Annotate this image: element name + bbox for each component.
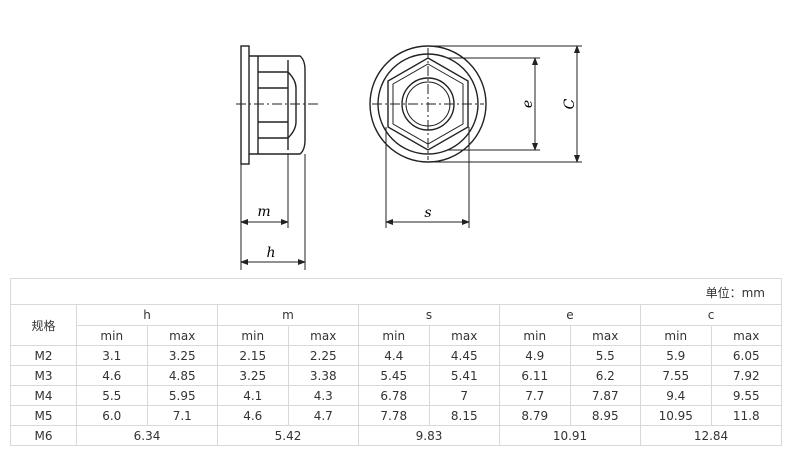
table-row: M4 5.5 5.95 4.1 4.3 6.78 7 7.7 7.87 9.4 … (10, 385, 782, 406)
size-cell: M3 (10, 365, 77, 386)
value-cell: 7.7 (499, 385, 571, 406)
value-cell: 10.91 (499, 425, 641, 446)
side-view (236, 45, 318, 165)
header-row-groups: 规格 h m s e c (10, 304, 782, 346)
size-cell: M5 (10, 405, 77, 426)
sub-max: max (287, 325, 359, 346)
top-view (369, 45, 487, 163)
value-cell: 3.1 (76, 345, 148, 366)
unit-label: 单位：mm (705, 286, 765, 300)
sub-min: min (358, 325, 430, 346)
value-cell: 5.9 (640, 345, 712, 366)
value-cell: 4.85 (146, 365, 218, 386)
group-h: h (76, 304, 218, 326)
table-row: M5 6.0 7.1 4.6 4.7 7.78 8.15 8.79 8.95 1… (10, 405, 782, 426)
value-cell: 9.4 (640, 385, 712, 406)
value-cell: 4.4 (358, 345, 430, 366)
value-cell: 8.79 (499, 405, 571, 426)
value-cell: 9.83 (358, 425, 500, 446)
dim-m-label: m (257, 204, 270, 220)
value-cell: 11.8 (710, 405, 782, 426)
value-cell: 7.87 (569, 385, 641, 406)
value-cell: 10.95 (640, 405, 712, 426)
sub-min: min (499, 325, 571, 346)
value-cell: 4.6 (76, 365, 148, 386)
size-cell: M6 (10, 425, 77, 446)
value-cell: 8.15 (428, 405, 500, 426)
value-cell: 12.84 (640, 425, 782, 446)
group-e: e (499, 304, 641, 326)
value-cell: 6.78 (358, 385, 430, 406)
sub-max: max (146, 325, 218, 346)
value-cell: 4.3 (287, 385, 359, 406)
value-cell: 3.25 (217, 365, 289, 386)
value-cell: 4.45 (428, 345, 500, 366)
value-cell: 5.95 (146, 385, 218, 406)
value-cell: 4.1 (217, 385, 289, 406)
dim-c-label: C (562, 98, 578, 109)
value-cell: 7.55 (640, 365, 712, 386)
sub-max: max (710, 325, 782, 346)
value-cell: 5.5 (76, 385, 148, 406)
value-cell: 4.6 (217, 405, 289, 426)
value-cell: 5.42 (217, 425, 359, 446)
dim-e-label: e (520, 100, 536, 108)
value-cell: 5.41 (428, 365, 500, 386)
value-cell: 7 (428, 385, 500, 406)
dim-h-label: h (266, 245, 275, 261)
value-cell: 5.5 (569, 345, 641, 366)
value-cell: 7.78 (358, 405, 430, 426)
table-row: M3 4.6 4.85 3.25 3.38 5.45 5.41 6.11 6.2… (10, 365, 782, 386)
value-cell: 4.9 (499, 345, 571, 366)
sub-min: min (640, 325, 712, 346)
group-m: m (217, 304, 359, 326)
technical-drawing: m h s e C (236, 45, 582, 270)
value-cell: 4.7 (287, 405, 359, 426)
sub-max: max (569, 325, 641, 346)
sub-min: min (76, 325, 148, 346)
spec-table: 规格 h m s e c min max min max min max min… (10, 304, 782, 446)
dim-s-label: s (424, 205, 431, 221)
value-cell: 6.2 (569, 365, 641, 386)
table-row: M6 6.34 5.42 9.83 10.91 12.84 (10, 425, 782, 446)
header-row-minmax: min max min max min max min max min max (11, 325, 782, 346)
value-cell: 6.34 (76, 425, 218, 446)
size-cell: M2 (10, 345, 77, 366)
value-cell: 3.38 (287, 365, 359, 386)
value-cell: 6.0 (76, 405, 148, 426)
value-cell: 3.25 (146, 345, 218, 366)
value-cell: 6.11 (499, 365, 571, 386)
group-c: c (640, 304, 782, 326)
value-cell: 7.92 (710, 365, 782, 386)
value-cell: 9.55 (710, 385, 782, 406)
table-row: M2 3.1 3.25 2.15 2.25 4.4 4.45 4.9 5.5 5… (10, 345, 782, 366)
value-cell: 2.15 (217, 345, 289, 366)
value-cell: 2.25 (287, 345, 359, 366)
value-cell: 6.05 (710, 345, 782, 366)
unit-row: 单位：mm (10, 278, 782, 304)
value-cell: 5.45 (358, 365, 430, 386)
sub-max: max (428, 325, 500, 346)
value-cell: 7.1 (146, 405, 218, 426)
value-cell: 8.95 (569, 405, 641, 426)
group-s: s (358, 304, 500, 326)
size-cell: M4 (10, 385, 77, 406)
row-header: 规格 (10, 304, 77, 346)
sub-min: min (217, 325, 289, 346)
